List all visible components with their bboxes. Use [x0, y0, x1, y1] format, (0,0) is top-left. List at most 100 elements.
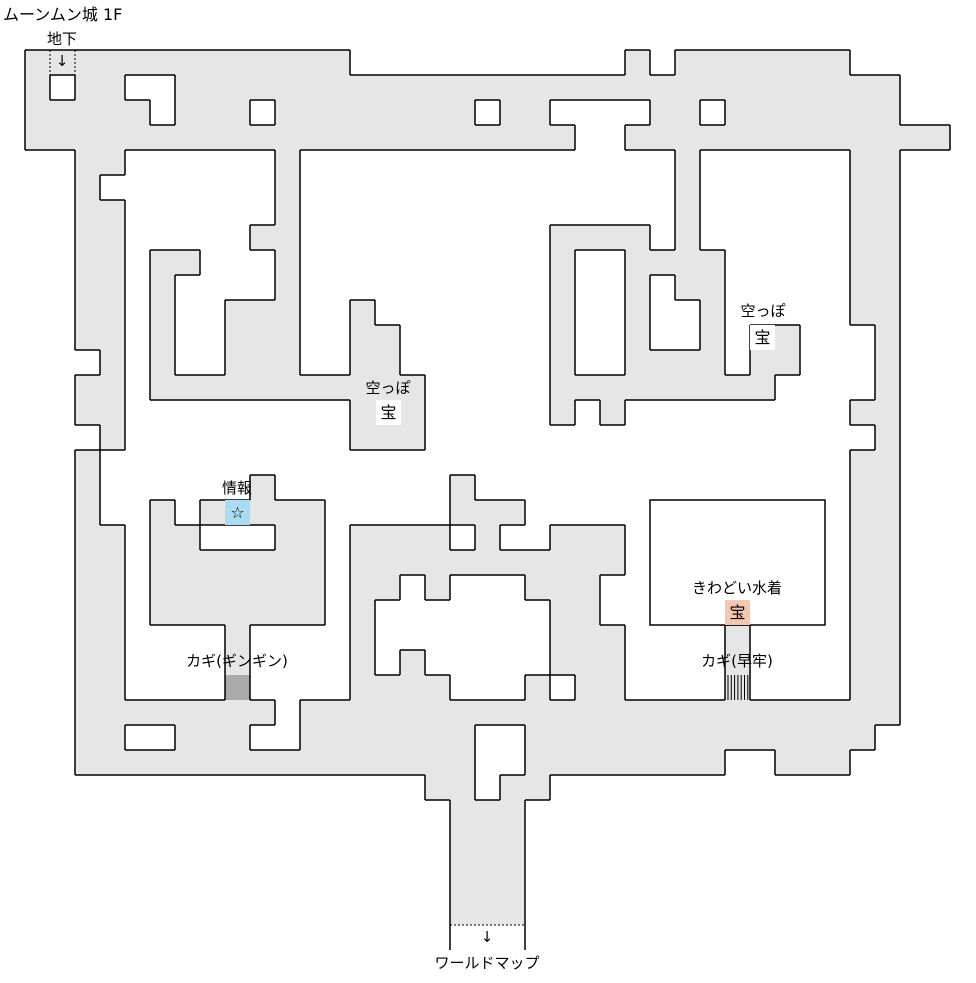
- floor-tile: [525, 725, 550, 750]
- floor-tile: [875, 75, 900, 100]
- floor-tile: [225, 600, 250, 625]
- floor-tile: [875, 250, 900, 275]
- floor-tile: [200, 100, 225, 125]
- floor-tile: [750, 725, 775, 750]
- floor-tile: [175, 575, 200, 600]
- floor-tile: [75, 450, 100, 475]
- info-star-icon[interactable]: ☆: [225, 500, 250, 525]
- floor-tile: [725, 625, 750, 650]
- floor-tile: [450, 125, 475, 150]
- floor-tile: [475, 825, 500, 850]
- floor-tile: [650, 375, 675, 400]
- floor-tile: [100, 700, 125, 725]
- floor-tile: [150, 125, 175, 150]
- floor-tile: [450, 800, 475, 825]
- floor-tile: [600, 725, 625, 750]
- floor-tile: [350, 75, 375, 100]
- floor-tile: [500, 850, 525, 875]
- floor-tile: [225, 75, 250, 100]
- floor-tile: [550, 300, 575, 325]
- floor-tile: [225, 125, 250, 150]
- floor-tile: [225, 550, 250, 575]
- floor-tile: [850, 175, 875, 200]
- floor-tile: [625, 225, 650, 250]
- floor-tile: [200, 75, 225, 100]
- floor-tile: [550, 325, 575, 350]
- floor-tile: [625, 50, 650, 75]
- floor-tile: [275, 550, 300, 575]
- floor-tile: [700, 50, 725, 75]
- floor-tile: [550, 750, 575, 775]
- floor-tile: [700, 325, 725, 350]
- floor-tile: [800, 725, 825, 750]
- floor-tile: [575, 225, 600, 250]
- floor-tile: [100, 50, 125, 75]
- floor-tile: [125, 50, 150, 75]
- floor-tile: [75, 375, 100, 400]
- floor-tile: [875, 225, 900, 250]
- floor-tile: [800, 125, 825, 150]
- floor-tile: [625, 125, 650, 150]
- floor-tile: [525, 675, 550, 700]
- floor-tile: [650, 75, 675, 100]
- floor-tile: [400, 100, 425, 125]
- floor-tile: [600, 525, 625, 550]
- floor-tile: [125, 100, 150, 125]
- floor-tile: [150, 500, 175, 525]
- floor-tile: [300, 550, 325, 575]
- floor-tile: [625, 750, 650, 775]
- floor-tile: [550, 400, 575, 425]
- floor-tile: [175, 525, 200, 550]
- treasure-chest-opened-1[interactable]: 宝: [376, 400, 401, 425]
- floor-tile: [250, 350, 275, 375]
- treasure-chest-opened-2[interactable]: 宝: [750, 325, 775, 350]
- floor-tile: [875, 550, 900, 575]
- floor-tile: [200, 725, 225, 750]
- world-map-arrow-icon[interactable]: ↓: [480, 928, 494, 946]
- floor-tile: [75, 500, 100, 525]
- floor-tile: [775, 125, 800, 150]
- floor-tile: [100, 675, 125, 700]
- floor-tile: [75, 325, 100, 350]
- floor-tile: [625, 300, 650, 325]
- basement-stairs-arrow-icon[interactable]: ↓: [55, 52, 69, 70]
- swimsuit-room-wall: [649, 499, 826, 626]
- floor-tile: [350, 125, 375, 150]
- floor-tile: [350, 550, 375, 575]
- floor-tile: [525, 575, 550, 600]
- floor-tile: [350, 400, 375, 425]
- floor-tile: [75, 400, 100, 425]
- floor-tile: [500, 775, 525, 800]
- floor-tile: [375, 575, 400, 600]
- empty-chest-label-2: 空っぽ: [740, 302, 786, 320]
- floor-tile: [850, 650, 875, 675]
- floor-tile: [225, 300, 250, 325]
- floor-tile: [25, 75, 50, 100]
- floor-tile: [175, 600, 200, 625]
- floor-tile: [850, 125, 875, 150]
- floor-tile: [675, 250, 700, 275]
- floor-tile: [450, 75, 475, 100]
- floor-tile: [350, 700, 375, 725]
- floor-tile: [500, 875, 525, 900]
- floor-tile: [425, 525, 450, 550]
- floor-tile: [275, 50, 300, 75]
- floor-tile: [375, 100, 400, 125]
- floor-tile: [375, 125, 400, 150]
- floor-tile: [400, 550, 425, 575]
- floor-tile: [500, 100, 525, 125]
- floor-tile: [425, 725, 450, 750]
- floor-tile: [250, 125, 275, 150]
- floor-tile: [850, 225, 875, 250]
- floor-tile: [550, 625, 575, 650]
- floor-tile: [875, 600, 900, 625]
- floor-tile: [675, 725, 700, 750]
- floor-tile: [300, 100, 325, 125]
- floor-tile: [675, 50, 700, 75]
- floor-tile: [275, 75, 300, 100]
- treasure-chest-swimsuit[interactable]: 宝: [725, 600, 750, 625]
- floor-tile: [850, 450, 875, 475]
- floor-tile: [275, 150, 300, 175]
- floor-tile: [750, 75, 775, 100]
